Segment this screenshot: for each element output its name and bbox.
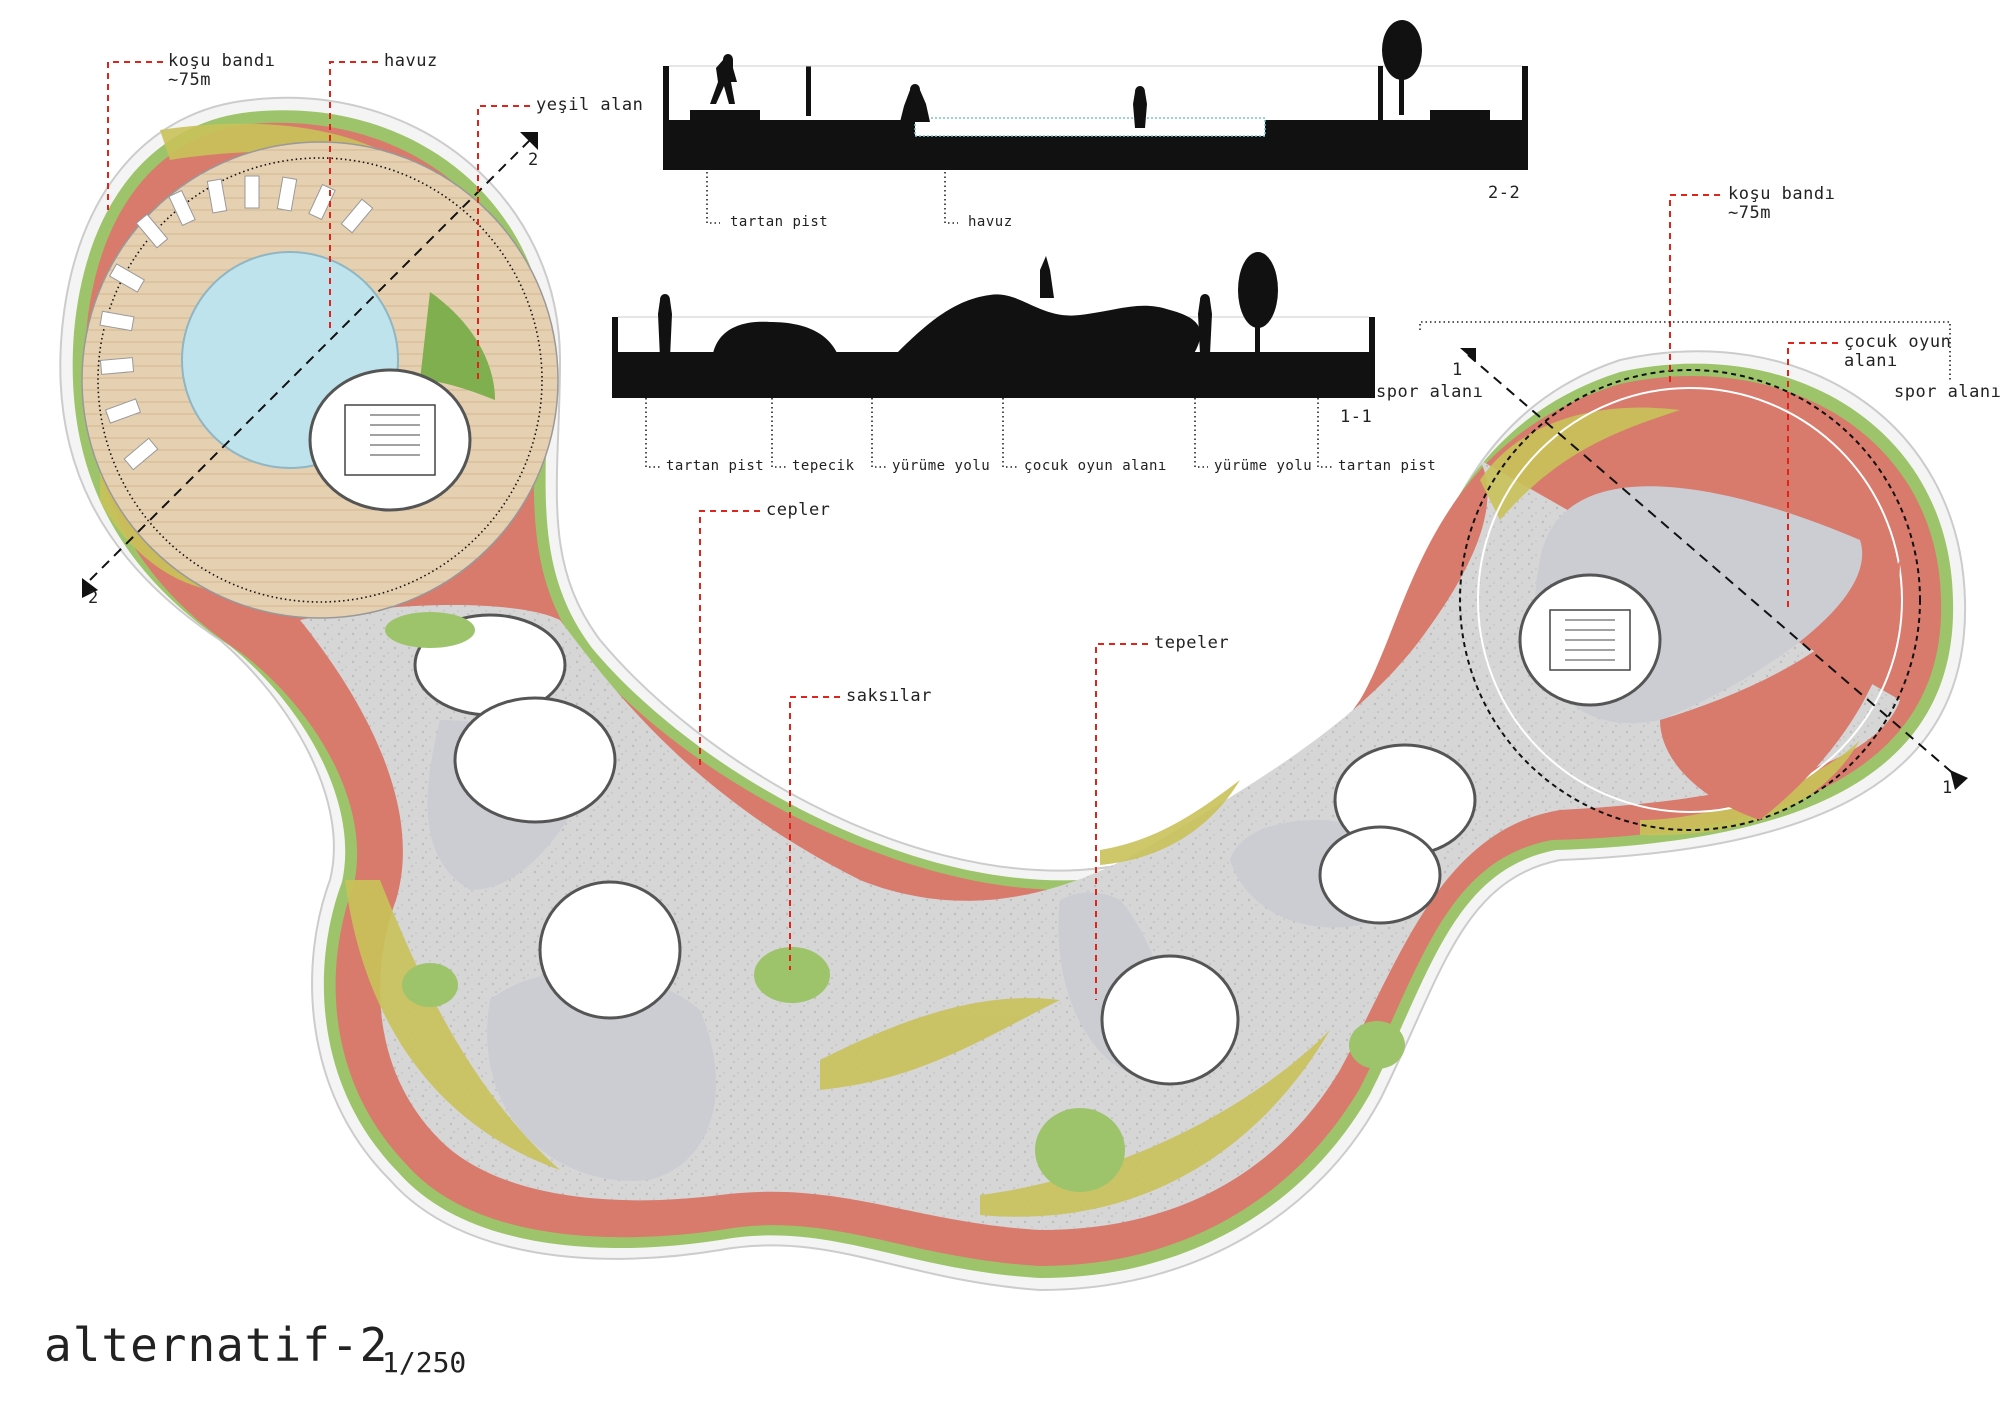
label-spor-alani-left: spor alanı [1376, 382, 1484, 402]
leader-lines [107, 61, 1838, 1000]
marker-2-bottom: 2 [88, 588, 99, 608]
stair-core [1518, 573, 1662, 707]
label-cocuk-oyun: çocuk oyun [1844, 332, 1952, 352]
section-line-2-2 [82, 132, 538, 598]
section-2-2 [663, 20, 1528, 170]
sun-loungers [99, 175, 374, 471]
section-1-1-label: yürüme yolu [892, 458, 991, 474]
section-1-1-label: yürüme yolu [1214, 458, 1313, 474]
section-line-1-1 [1460, 348, 1968, 790]
planter [385, 612, 1405, 1192]
section-1-1-label: tepecik [792, 458, 855, 474]
section-1-1-label: tartan pist [666, 458, 765, 474]
section-1-1 [612, 252, 1375, 398]
stair-core [308, 368, 472, 512]
label-tepeler: tepeler [1154, 633, 1230, 653]
drawing-scale: 1/250 [382, 1346, 467, 1379]
stair-core [538, 880, 1240, 1086]
green-lawn [420, 292, 495, 400]
marker-1-bottom: 1 [1942, 778, 1953, 798]
dotted-leaders [645, 172, 1951, 468]
label-cocuk-oyun-alani: alanı [1844, 351, 1898, 371]
label-kosu-bandi-right: koşu bandı [1728, 184, 1836, 204]
section-2-2-label: tartan pist [730, 214, 829, 230]
label-cepler: cepler [766, 500, 831, 520]
pavilion [413, 613, 1477, 925]
marker-1-top: 1 [1452, 360, 1463, 380]
section-2-2-label: havuz [968, 214, 1013, 230]
label-kosu-bandi-length: ~75m [168, 70, 211, 90]
marker-2-top: 2 [528, 150, 539, 170]
section-1-1-label: çocuk oyun alanı [1024, 458, 1167, 474]
label-spor-alani-right: spor alanı [1894, 382, 2000, 402]
drawing-title: alternatif-2 [44, 1318, 389, 1372]
section-1-1-title: 1-1 [1340, 407, 1373, 427]
label-kosu-bandi-right-length: ~75m [1728, 203, 1771, 223]
label-yesil-alan: yeşil alan [536, 95, 644, 115]
label-kosu-bandi: koşu bandı [168, 51, 276, 71]
section-1-1-label: tartan pist [1338, 458, 1437, 474]
section-2-2-title: 2-2 [1488, 183, 1521, 203]
label-saksilar: saksılar [846, 686, 932, 706]
label-havuz: havuz [384, 51, 438, 71]
